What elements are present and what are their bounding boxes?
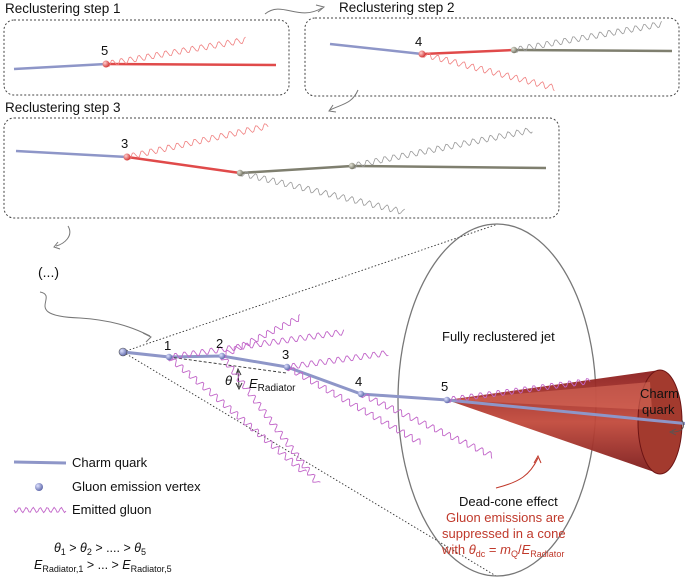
legend: Charm quark Gluon emission vertex Emitte… bbox=[13, 455, 201, 517]
theta-ordering: θ1 > θ2 > .... > θ5 bbox=[54, 541, 146, 557]
main-quark-path bbox=[122, 350, 448, 402]
gluon-line bbox=[221, 314, 301, 359]
arrow-step2-to-step3 bbox=[329, 89, 359, 111]
e-radiator-label: ERadiator bbox=[249, 376, 296, 394]
dead-cone-line2: suppressed in a cone bbox=[442, 526, 566, 541]
legend-vertex-swatch bbox=[35, 483, 43, 491]
jet-vertex-4 bbox=[357, 390, 365, 398]
e-radiator-ordering: ERadiator,1 > ... > ERadiator,5 bbox=[34, 558, 172, 574]
step2-title: Reclustering step 2 bbox=[339, 0, 455, 15]
gluon-line bbox=[220, 355, 321, 483]
gluon-line bbox=[446, 378, 591, 403]
step2-vertex-label: 4 bbox=[415, 34, 422, 49]
theta-arrow-head-bottom bbox=[235, 382, 243, 391]
jet-vertex-5 bbox=[443, 396, 451, 404]
arrow-step1-to-step2 bbox=[264, 7, 323, 15]
step2-box bbox=[304, 17, 680, 97]
step2-diagram: 4 bbox=[329, 21, 673, 92]
arrow-step2-to-step3-head bbox=[328, 104, 337, 113]
arrow-step1-to-step2-head bbox=[315, 4, 326, 13]
legend-quark-label: Charm quark bbox=[72, 455, 148, 470]
jet-vertex-label-4: 4 bbox=[355, 374, 362, 389]
gluon-line bbox=[239, 171, 405, 215]
step3-box bbox=[3, 117, 560, 219]
step3-diagram: 3 bbox=[15, 123, 547, 215]
dead-cone-pointer-head bbox=[533, 454, 542, 464]
step1-box bbox=[3, 19, 290, 96]
theta-arrow-head-top bbox=[235, 367, 242, 376]
legend-gluon-label: Emitted gluon bbox=[72, 502, 152, 517]
gluon-line bbox=[168, 356, 307, 473]
step3-vertex-grey-2 bbox=[348, 162, 356, 170]
dead-cone-line1: Gluon emissions are bbox=[446, 510, 565, 525]
legend-vertex-label: Gluon emission vertex bbox=[72, 479, 201, 494]
charm-quark-arrow-head bbox=[668, 428, 677, 436]
step3-vertex-label: 3 bbox=[121, 136, 128, 151]
dead-cone-title: Dead-cone effect bbox=[459, 494, 558, 509]
gluon-line bbox=[105, 36, 246, 67]
step1-diagram: 5 bbox=[13, 36, 277, 71]
jet-title: Fully reclustered jet bbox=[442, 329, 555, 344]
charm-quark-label-line2: quark bbox=[642, 402, 675, 417]
step1-vertex-label: 5 bbox=[101, 43, 108, 58]
dead-cone-line3: with θdc = mQ/ERadiator bbox=[441, 542, 564, 559]
gluon-line bbox=[351, 127, 533, 169]
arrow-ellipsis-to-jet-head bbox=[142, 332, 152, 343]
jet-cone-upper bbox=[122, 223, 499, 353]
theta-label: θ bbox=[225, 373, 232, 388]
step1-title: Reclustering step 1 bbox=[5, 1, 121, 16]
legend-quark-swatch bbox=[13, 460, 67, 465]
arrow-step3-to-ellipsis bbox=[55, 225, 71, 247]
main-quark-exit bbox=[446, 398, 685, 426]
jet-origin-vertex bbox=[118, 347, 128, 357]
charm-quark-arrow bbox=[671, 419, 684, 433]
jet-vertex-label-3: 3 bbox=[282, 347, 289, 362]
legend-gluon-swatch bbox=[13, 506, 67, 514]
gluon-line bbox=[421, 52, 555, 92]
step2-vertex-grey bbox=[510, 46, 518, 54]
jet-vertex-label-5: 5 bbox=[441, 379, 448, 394]
step2-vertex-red bbox=[418, 50, 426, 58]
step3-vertex-grey-1 bbox=[236, 169, 244, 177]
jet-vertex-label-1: 1 bbox=[164, 338, 171, 353]
gluon-line bbox=[168, 329, 345, 360]
dead-cone-pointer bbox=[495, 457, 539, 489]
gluon-line bbox=[360, 393, 493, 459]
arrow-ellipsis-to-jet bbox=[39, 291, 151, 337]
gluon-line bbox=[126, 123, 269, 160]
charm-quark-label-line1: Charm bbox=[640, 386, 679, 401]
step1-vertex bbox=[102, 60, 110, 68]
arrow-step3-to-ellipsis-head bbox=[53, 241, 61, 250]
jet-vertex-1 bbox=[165, 353, 173, 361]
jet-vertex-2 bbox=[218, 352, 226, 360]
gluon-line bbox=[286, 350, 389, 370]
step3-vertex-red bbox=[123, 153, 131, 161]
jet-cone-lower bbox=[122, 351, 497, 577]
ellipsis-label: (...) bbox=[38, 264, 59, 280]
gluon-line bbox=[286, 367, 421, 445]
dead-cone-highlight bbox=[447, 382, 652, 410]
jet-vertex-3 bbox=[283, 363, 291, 371]
step3-title: Reclustering step 3 bbox=[5, 100, 121, 115]
jet-vertex-label-2: 2 bbox=[216, 336, 223, 351]
gluon-line bbox=[513, 21, 662, 53]
